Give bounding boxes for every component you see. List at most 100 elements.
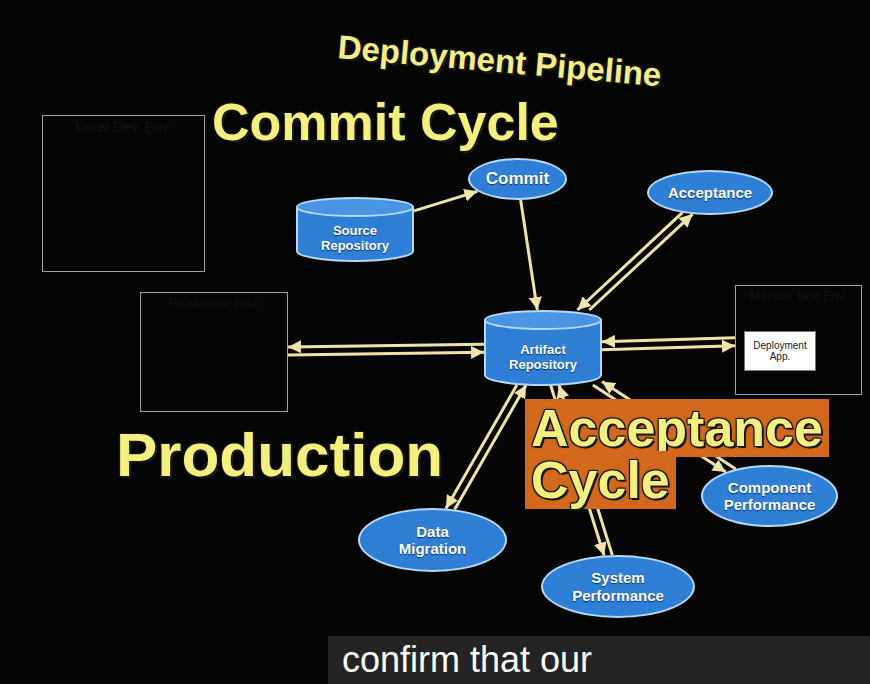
decor-circle [66,148,94,176]
diagram-title: Deployment Pipeline [336,28,663,94]
decor-line [58,190,100,194]
environment-box: Local Dev. Env. [42,115,205,272]
environment-box: Production Env. [140,292,288,412]
decor-line [200,600,320,684]
network-dots [58,0,822,602]
decor-circle [228,0,232,4]
environment-box: Manual Test Env. Deployment App. [735,285,862,395]
decor-line [839,348,842,372]
node-label: Acceptance [668,184,752,201]
stage-ellipse: Commit [468,158,567,200]
subtitle-text: confirm that our [328,636,870,684]
decor-line [148,243,180,245]
pipeline-connector [288,344,484,355]
connector-line [455,385,526,509]
decor-line [826,355,854,358]
subtitle-band: confirm that our [328,636,870,684]
decor-line [148,235,190,237]
region-outline [115,277,484,508]
production-region: Production Production Env. [112,272,487,512]
decor-line [246,353,280,356]
repository-cylinder: Artifact Repository [484,310,602,385]
user-figure [246,321,280,405]
decor-line [90,600,200,684]
stage-ellipse: System Performance [541,555,695,618]
decor-line [230,0,320,70]
pipeline-connector [446,385,526,509]
decor-circle [318,68,322,72]
decor-line [0,0,230,40]
node-label: Manual Test Env. [736,286,861,304]
stage-ellipse: Component Performance [701,465,839,527]
developer-figures [56,148,132,266]
connector-line [521,200,538,310]
region-outline [36,86,574,286]
cylinder-top [485,311,601,329]
connector-line [446,385,517,509]
decor-circle [818,118,822,122]
decor-line [104,236,124,264]
decor-line [72,176,79,222]
region-title-holder: Production [116,422,443,487]
decor-line [830,372,840,391]
decor-line [262,378,274,405]
decor-line [261,341,264,378]
pipeline-connector [602,338,735,350]
decor-line [0,300,60,420]
decor-line [72,222,90,258]
paper-lines [148,228,190,244]
connector-line [288,352,484,355]
repository-cylinder: Source Repository [296,197,414,261]
decor-circle [252,321,272,341]
decor-line [250,378,262,405]
decor-line [148,227,190,229]
decor-circle [58,418,62,422]
connector-line [578,213,683,310]
decor-line [700,0,820,120]
tester-figure [826,330,854,391]
pipeline-connector [414,191,477,211]
connector-line [414,191,477,211]
panel-ground [735,285,862,395]
cycle-arrow-head [313,530,362,577]
decor-line [0,420,60,560]
decor-line [56,222,72,258]
decor-circle [198,598,202,602]
pipeline-connector [521,200,538,310]
decor-circle [831,330,849,348]
window-bar [739,320,858,324]
node-label: Component Performance [723,479,817,514]
connector-line [602,346,735,350]
region-title: Production [116,420,443,489]
decor-line [840,372,850,391]
decor-line [88,206,132,210]
presenter-silhouette [847,330,870,684]
panel-ground [140,292,288,412]
decor-line [90,236,104,266]
node-label: Local Dev. Env. [43,116,204,135]
decor-line [0,95,40,140]
region-title-holder: Commit Cycle [212,95,559,150]
connector-line [288,344,484,347]
decor-line [820,60,870,120]
node-label: Commit [486,169,549,189]
node-label: Data Migration [381,523,484,558]
cylinder-top [297,198,413,216]
window-bar [144,340,284,345]
panel-ground [42,115,205,272]
paper-sheet [142,218,196,254]
region-title: Commit Cycle [212,93,559,151]
connector-line [602,338,735,342]
stage-ellipse: Acceptance [647,170,772,215]
app-window [146,352,236,406]
decor-circle [98,164,126,192]
node-label: Production Env. [141,293,287,311]
stage-ellipse: Data Migration [358,508,507,572]
node-label: Deployment App. [745,340,815,362]
node-label: System Performance [565,569,672,604]
decor-circle [598,8,602,12]
region-outline [359,152,858,628]
